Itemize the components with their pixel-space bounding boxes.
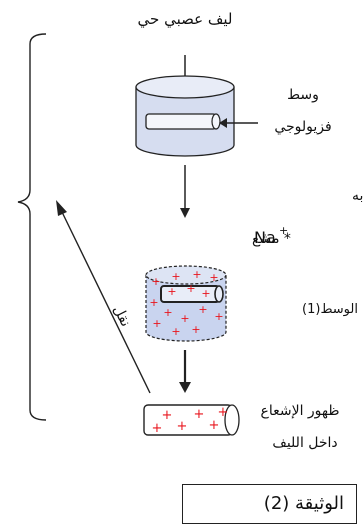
svg-text:+: + (198, 303, 207, 316)
document-caption-box: الوثيقة (2) (182, 484, 357, 524)
svg-text:+: + (167, 285, 176, 298)
svg-text:+: + (152, 421, 163, 436)
svg-text:+: + (209, 418, 220, 433)
result-arrow-head (179, 382, 191, 393)
nerve-fiber-title: ليف عصبي حي (138, 10, 233, 29)
left-bracket (17, 33, 47, 421)
svg-text:+: + (191, 323, 200, 336)
radioactivity-label-1: ظهور الإشعاع (260, 403, 339, 419)
svg-text:+: + (180, 312, 189, 325)
return-transfer-arrow (61, 211, 151, 394)
svg-text:+: + (186, 282, 195, 295)
svg-text:+: + (163, 306, 172, 319)
svg-text:+: + (171, 325, 180, 338)
radioactive-markers-medium: +++ +++ +++ +++ +++ (149, 268, 223, 338)
svg-text:+: + (192, 268, 201, 281)
medium1-label: الوسط(1) (302, 302, 358, 317)
radioactive-markers-fiber: +++ +++ (152, 405, 229, 436)
radioactivity-label-2: داخل الليف (272, 435, 337, 451)
sodium-charge: + (279, 224, 288, 237)
return-transfer-label: نقل (110, 303, 134, 330)
svg-text:+: + (162, 408, 173, 423)
physiological-medium-label-2: فزيولوجي (274, 119, 331, 135)
svg-text:+: + (152, 317, 161, 330)
sodium-ion: Na (254, 228, 276, 247)
document-caption: الوثيقة (2) (263, 493, 344, 514)
svg-text:+: + (177, 419, 188, 434)
svg-text:+: + (151, 275, 160, 288)
physiological-medium-label-1: وسط (287, 87, 319, 103)
fiber-pointer-head (219, 118, 227, 128)
svg-text:+: + (214, 310, 223, 323)
transfer-arrow-head (180, 208, 190, 218)
transfer-label-suffix: * مشع (252, 231, 291, 247)
medium1-beaker: +++ +++ +++ +++ +++ (145, 265, 227, 342)
svg-text:+: + (194, 407, 205, 422)
svg-text:+: + (201, 287, 210, 300)
svg-text:+: + (218, 405, 229, 420)
svg-text:+: + (209, 271, 218, 284)
svg-text:+: + (149, 296, 158, 309)
transfer-label-line2: * مشع Na + (252, 224, 291, 247)
radioactive-fiber: +++ +++ (143, 404, 240, 436)
svg-text:+: + (171, 270, 180, 283)
nerve-fiber (145, 113, 217, 130)
physiological-medium-beaker (135, 75, 235, 157)
return-transfer-arrow-head (56, 200, 67, 216)
transfer-label-line1: نقل إلى وسط (1) به (352, 188, 363, 204)
